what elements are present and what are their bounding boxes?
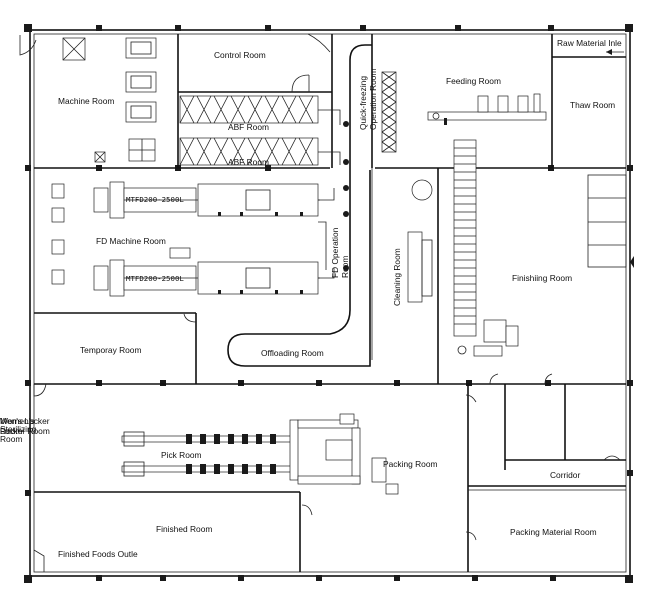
finishing-conveyor [453,139,519,357]
control-room-label: Control Room [214,50,266,60]
packing-material-label: Packing Material Room [510,527,597,537]
outer-walls [24,24,633,583]
fd-machine-2 [51,239,320,297]
quick-freezing-label: Quick-freezingOperation Room [358,69,378,130]
quick-freezing-rack [381,71,397,153]
machine-room-equipment [62,37,157,163]
abf-racks [179,95,349,271]
finishing-room-label: Finishiing Room [512,273,572,283]
fd-operation-label: FD OperationRoom [330,227,350,278]
cleaning-room-label: Cleaning Room [392,248,402,306]
feeding-equipment [427,93,547,125]
finished-room-label: Finished Room [156,524,212,534]
pick-packing-lines [121,413,399,495]
corridor-label: Corridor [550,470,580,480]
interior-walls [34,34,627,572]
arrows [606,49,634,268]
offloading-room-label: Offloading Room [261,348,324,358]
corridors [227,44,373,367]
fd-pipes [318,188,335,279]
abf-room-1-label: ABF Room [228,122,269,132]
packing-room-label: Packing Room [383,459,437,469]
abf-room-2-label: ABF Room [228,157,269,167]
mtfd-1-label: MTFD200-2500L [126,195,184,204]
feeding-room-label: Feeding Room [446,76,501,86]
finished-foods-outlet-label: Finished Foods Outle [58,549,138,559]
fd-machine-room-label: FD Machine Room [96,236,166,246]
machine-room-label: Machine Room [58,96,114,106]
raw-material-label: Raw Material Inle [557,38,622,48]
thaw-room-label: Thaw Room [570,100,615,110]
fd-machine-1 [51,181,320,223]
temporary-room-label: Temporay Room [80,345,141,355]
room-labels: Machine Room Control Room ABF Room ABF R… [0,38,622,559]
cleaning-equipment [407,179,433,303]
door-swings [19,33,621,572]
mtfd-2-label: MTFD200-2500L [126,274,184,283]
pick-room-label: Pick Room [161,450,202,460]
